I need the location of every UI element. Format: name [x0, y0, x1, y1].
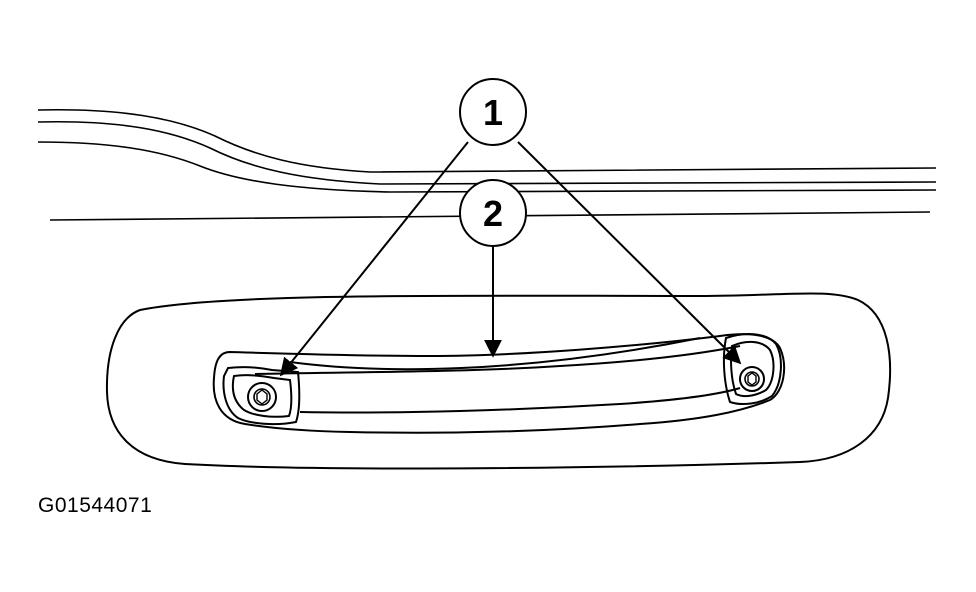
callout-1: 1 — [459, 78, 527, 146]
headliner-contour-lines — [37, 108, 937, 221]
leader-1-right — [517, 141, 742, 365]
leader-1-left — [279, 141, 469, 377]
callout-2: 2 — [459, 179, 527, 247]
handle-recess-outline — [105, 292, 892, 470]
callout-1-label: 1 — [483, 92, 503, 133]
callout-leaders — [279, 141, 742, 377]
left-end-cap — [222, 366, 301, 426]
left-screw-icon — [247, 382, 277, 412]
assist-handle — [212, 333, 786, 434]
figure-id-label: G01544071 — [38, 494, 153, 517]
right-end-cap — [722, 333, 782, 405]
right-screw-icon — [739, 366, 765, 392]
callout-2-label: 2 — [483, 193, 503, 234]
